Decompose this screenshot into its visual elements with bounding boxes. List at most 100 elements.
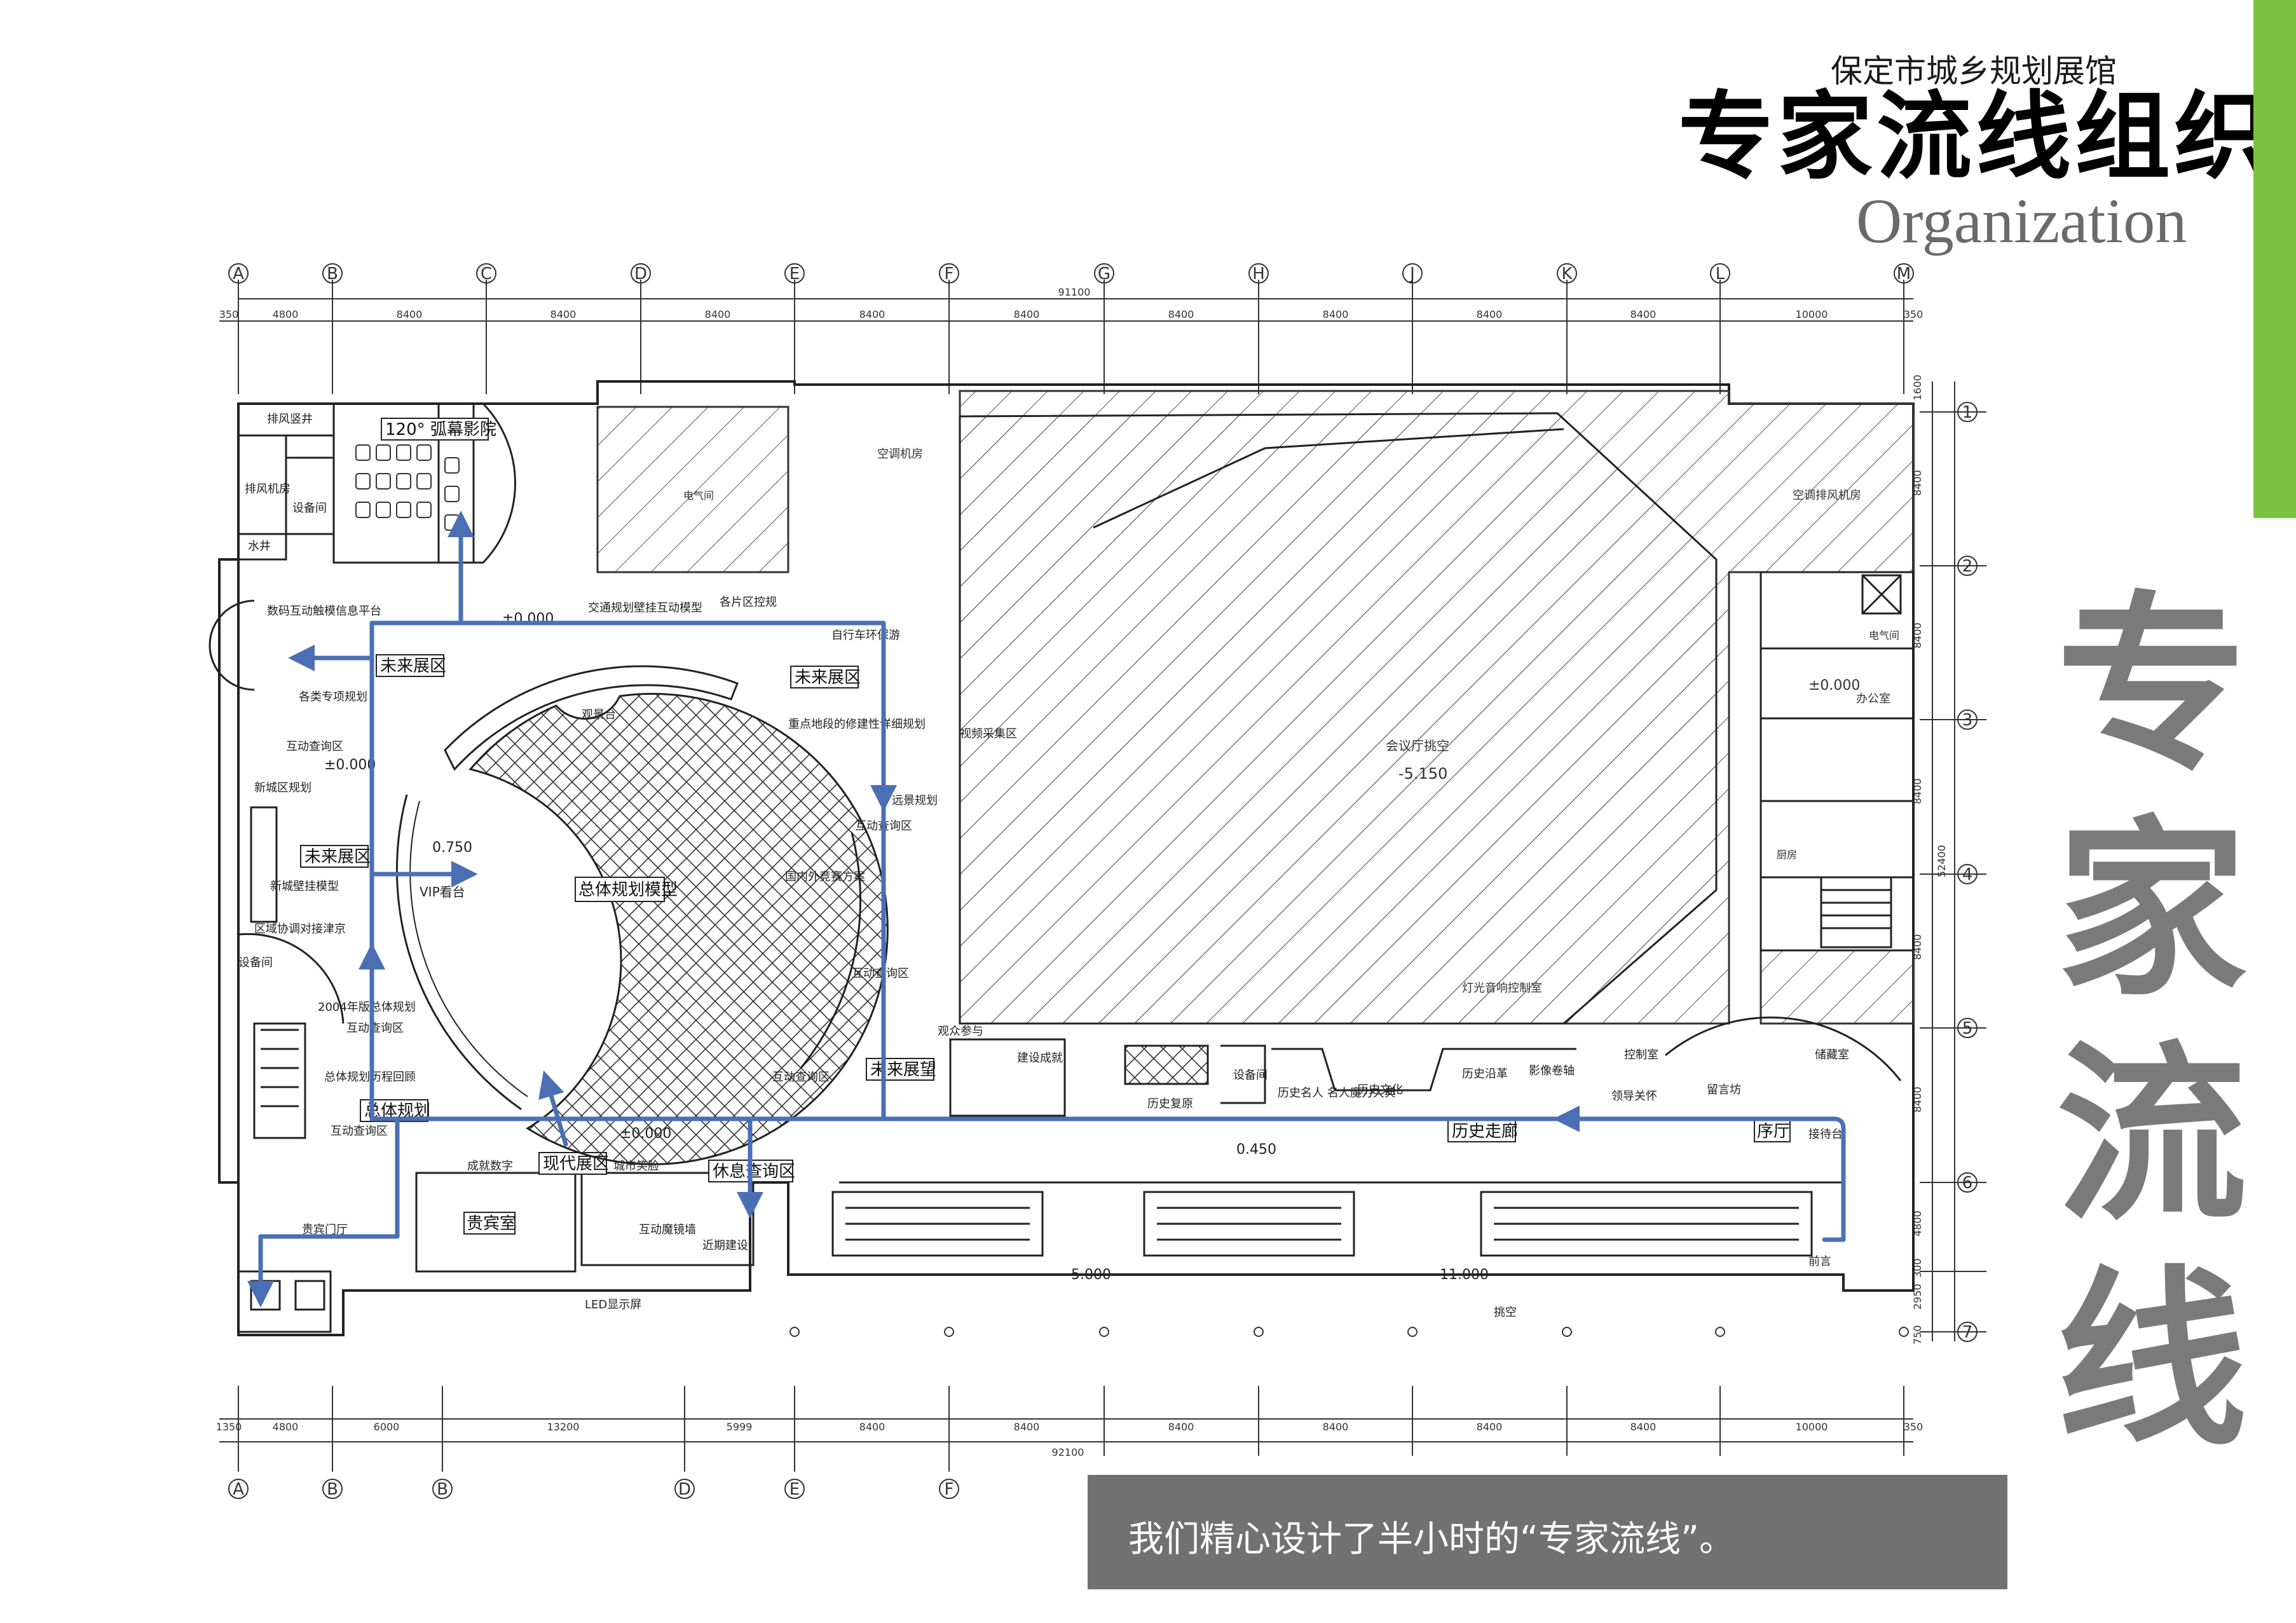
dim-value: 350 xyxy=(1904,1421,1924,1433)
axis-label: D xyxy=(678,1480,691,1499)
route-exit xyxy=(247,1116,400,1308)
axis-label: 3 xyxy=(1962,711,1973,730)
master-model-label: 总体规划模型 xyxy=(578,880,678,900)
vertical-title-char: 线 xyxy=(2056,1247,2247,1472)
cinema-seats xyxy=(355,444,460,531)
elev-label: 5.000 xyxy=(1071,1267,1111,1283)
vertical-title: 专 家 流 线 xyxy=(2047,572,2257,1472)
right-axis-bubbles: 1 2 3 4 5 6 7 xyxy=(1957,402,1978,1342)
dim-total: 91100 xyxy=(1058,286,1091,298)
meeting-hall xyxy=(959,412,1718,1025)
bottom-dim-values: 1350 4800 6000 13200 5999 8400 8400 8400… xyxy=(216,1421,1924,1458)
exhibit-strip xyxy=(831,1017,1902,1257)
elev-label: ±0.000 xyxy=(324,757,376,773)
top-dim-ticks xyxy=(238,280,1904,394)
axis-label: B xyxy=(437,1480,448,1499)
far-plan-label: 远景规划 xyxy=(892,794,938,807)
caption-text: 我们精心设计了半小时的“专家流线”。 xyxy=(1128,1519,1735,1560)
dim-value: 8400 xyxy=(1168,308,1194,320)
room-label: 互动魔镜墙 xyxy=(639,1223,696,1236)
axis-label: 6 xyxy=(1962,1174,1973,1193)
dim-value: 8400 xyxy=(1323,1421,1349,1433)
axis-label: F xyxy=(945,1480,954,1499)
dim-value: 8400 xyxy=(1168,1421,1194,1433)
dim-value: 10000 xyxy=(1796,1421,1828,1433)
kitchen-label: 厨房 xyxy=(1777,849,1797,861)
room-label: 互动查询区 xyxy=(331,1125,388,1138)
elev-label: 0.750 xyxy=(432,840,472,856)
axis-label: 5 xyxy=(1962,1019,1973,1038)
axis-label: A xyxy=(233,264,244,284)
page-title: 专家流线组织 xyxy=(1678,81,2274,193)
dim-value: 8400 xyxy=(1477,308,1503,320)
axis-label: H xyxy=(1252,264,1265,284)
dim-value: 8400 xyxy=(1630,1421,1657,1433)
dim-value: 13200 xyxy=(547,1421,580,1433)
bottom-dimensions xyxy=(219,1418,1913,1442)
building-walls xyxy=(218,380,1915,1336)
vip-seat-label: VIP看台 xyxy=(420,884,465,900)
axis-label: B xyxy=(327,264,338,284)
future-view-label: 未来展望 xyxy=(870,1060,936,1079)
top-dim-values: 350 4800 8400 8400 8400 8400 8400 8400 8… xyxy=(219,286,1924,320)
room-label: 新城壁挂模型 xyxy=(270,880,339,893)
lift-room-label: 电气间 xyxy=(683,490,714,502)
room-label: 排风机房 xyxy=(245,483,290,496)
right-dim-ticks xyxy=(1920,411,1986,1332)
accent-bar xyxy=(2253,0,2296,518)
axis-label: E xyxy=(789,264,800,284)
expert-route xyxy=(247,510,1846,1308)
room-label: 影像卷轴 xyxy=(1529,1064,1575,1078)
dim-value: 8400 xyxy=(1630,308,1657,320)
dim-value: 5999 xyxy=(727,1421,753,1433)
axis-label: G xyxy=(1098,264,1110,284)
axis-label: E xyxy=(789,1480,800,1499)
rest-query-label: 休息查询区 xyxy=(713,1162,795,1181)
room-label: 控制室 xyxy=(1624,1048,1658,1062)
traffic-label: 交通规划壁挂互动模型 xyxy=(588,601,702,615)
axis-label: D xyxy=(634,264,647,284)
top-axis-bubbles: A B C D E F G H J K L M xyxy=(228,263,1914,284)
key-plots-label: 重点地段的修建性详细规划 xyxy=(788,718,926,731)
future-zone-label: 未来展区 xyxy=(304,847,371,866)
room-label: 区域协调对接津京 xyxy=(254,922,346,936)
history-corridor-label: 历史走廊 xyxy=(1452,1122,1518,1141)
bottom-dim-ticks xyxy=(238,1386,1904,1472)
dim-value: 8400 xyxy=(705,308,731,320)
elev-label: 0.450 xyxy=(1236,1142,1276,1158)
room-label: 建设成就 xyxy=(1017,1051,1063,1065)
exhibition-hall-name: 保定市城乡规划展馆 xyxy=(1831,53,2117,90)
elev-label: -5.150 xyxy=(1398,765,1447,783)
query-label: 互动查询区 xyxy=(852,967,909,980)
room-label: LED显示屏 xyxy=(585,1298,641,1311)
foyer-label: 序厅 xyxy=(1757,1122,1790,1141)
dim-value: 8400 xyxy=(859,1421,885,1433)
office-label: 办公室 xyxy=(1856,692,1890,706)
dim-value: 1600 xyxy=(1911,374,1924,401)
axis-label: 2 xyxy=(1962,557,1973,576)
dim-value: 350 xyxy=(219,308,239,320)
video-label: 视频采集区 xyxy=(960,727,1017,741)
dim-value: 8400 xyxy=(1014,1421,1040,1433)
dim-value: 8400 xyxy=(859,308,885,320)
dim-total: 92100 xyxy=(1052,1446,1084,1458)
room-label: 接待台 xyxy=(1808,1128,1843,1141)
axis-label: B xyxy=(327,1480,338,1499)
strip-labels: 建设成就 历史复原 设备间 历史名人 名人魔力大典 历史文化 历史沿革 影像卷轴… xyxy=(1017,1048,1849,1268)
room-label: 历史复原 xyxy=(1147,1097,1193,1111)
axis-label: L xyxy=(1716,264,1725,284)
room-label: 新城区规划 xyxy=(254,781,311,795)
room-label: 历史名人 名人魔力大典 xyxy=(1278,1086,1396,1100)
route-main-loop xyxy=(1822,1151,1846,1242)
future-zone-label: 未来展区 xyxy=(795,668,861,687)
dim-value: 8400 xyxy=(550,308,577,320)
right-dim-values: 1600 8400 8400 8400 8400 8400 4800 300 2… xyxy=(1911,374,1948,1345)
left-rooms xyxy=(208,402,755,1333)
axis-label: 7 xyxy=(1962,1323,1973,1342)
dim-value: 8400 xyxy=(1323,308,1349,320)
room-label: 电气间 xyxy=(1869,629,1899,641)
dim-value: 6000 xyxy=(374,1421,400,1433)
axis-label: 1 xyxy=(1962,403,1973,422)
elev-label: ±0.000 xyxy=(1808,678,1860,694)
axis-label: C xyxy=(481,264,492,284)
